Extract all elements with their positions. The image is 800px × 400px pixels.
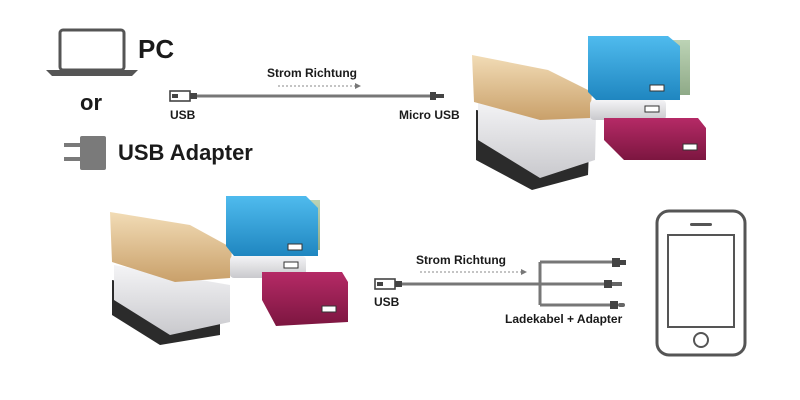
- powerbank-stack-top: [472, 36, 706, 190]
- top-direction-label: Strom Richtung: [267, 66, 357, 80]
- cable-adapter-label: Ladekabel + Adapter: [505, 312, 623, 326]
- lightning-connector-icon: [612, 258, 626, 267]
- plug-icon: [64, 136, 106, 170]
- laptop-icon: [46, 28, 138, 76]
- micro-usb-plug-icon: [430, 92, 444, 100]
- usb-adapter-label: USB Adapter: [118, 140, 253, 165]
- usb-plug-bottom-icon: [374, 278, 402, 290]
- bottom-usb-label: USB: [374, 295, 400, 309]
- bottom-direction-label: Strom Richtung: [416, 253, 506, 267]
- or-label: or: [80, 90, 102, 115]
- top-usb-label: USB: [170, 108, 196, 122]
- pc-label: PC: [138, 34, 175, 64]
- powerbank-stack-bottom: [110, 196, 348, 345]
- cable-splitter: [538, 260, 612, 307]
- usb-plug-top-icon: [169, 90, 197, 102]
- micro-usb-label: Micro USB: [399, 108, 460, 122]
- smartphone-icon: [655, 209, 747, 357]
- usb-c-connector-icon: [610, 301, 625, 309]
- micro-usb-connector-icon: [604, 280, 622, 288]
